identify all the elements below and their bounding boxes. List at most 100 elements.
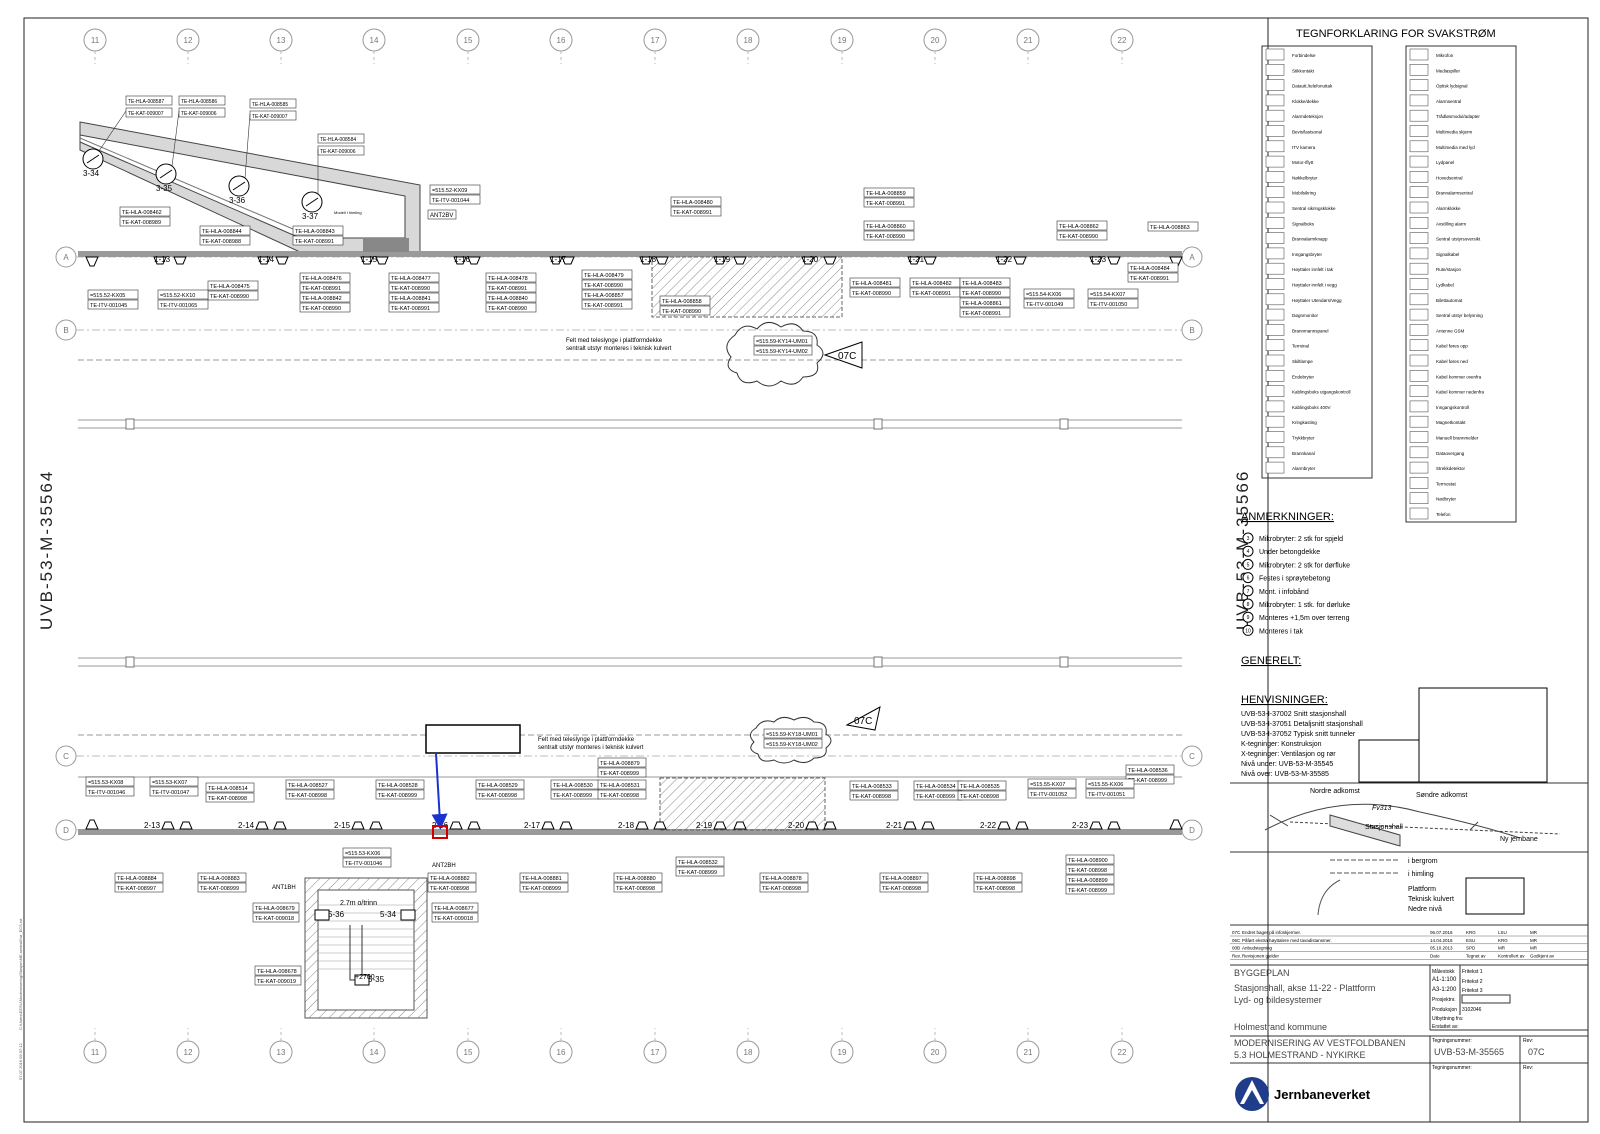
speaker-icon[interactable] — [561, 256, 575, 265]
speaker-icon[interactable] — [467, 256, 481, 265]
highlighted-speaker[interactable] — [432, 825, 448, 839]
speaker-number: 1-18 — [640, 255, 657, 264]
speaker-icon[interactable] — [653, 821, 667, 830]
speaker-icon[interactable] — [655, 256, 669, 265]
free-text-3: Fritekst 3 — [1462, 988, 1483, 994]
note-number-icon — [1242, 585, 1254, 597]
note-number: 4 — [1247, 549, 1250, 555]
speaker-icon[interactable] — [733, 821, 747, 830]
legend-symbol-icon — [1265, 94, 1285, 107]
grid-col-label: 22 — [1118, 36, 1127, 45]
tag-text: TE-ITV-001045 — [90, 303, 127, 309]
tag-text: TE-HLA-008536 — [1128, 768, 1168, 774]
speaker-icon[interactable] — [467, 821, 481, 830]
legend-item-label: Kabel kommer ovenfra — [1436, 374, 1482, 379]
tag-text: TE-KAT-008999 — [378, 793, 417, 799]
tag-box — [205, 792, 255, 803]
tag-text: =515.59-KY18-UM02 — [766, 742, 818, 748]
grid-col-label: 12 — [184, 36, 193, 45]
speaker-icon[interactable] — [997, 821, 1011, 830]
tag-box — [519, 882, 569, 893]
stair-speaker-icon[interactable] — [354, 974, 370, 986]
legend-item-label: Bevis/lastsonal — [1292, 130, 1322, 135]
speaker-icon[interactable] — [1089, 256, 1103, 265]
speaker-icon[interactable] — [805, 821, 819, 830]
tag-box — [427, 872, 477, 883]
speaker-icon[interactable] — [369, 821, 383, 830]
tag-box — [292, 225, 344, 236]
tag-box — [1127, 262, 1179, 273]
speaker-icon[interactable] — [161, 821, 175, 830]
speaker-icon[interactable] — [907, 256, 921, 265]
tag-text: TE-HLA-008584 — [320, 137, 356, 143]
speaker-icon[interactable] — [1015, 821, 1029, 830]
grid-row-label: B — [63, 326, 68, 335]
speaker-number: 2-14 — [238, 821, 255, 830]
stair-speaker-icon[interactable] — [314, 909, 330, 921]
revision-date: Dato — [1430, 953, 1440, 958]
tag-text: TE-ITV-001049 — [1026, 302, 1063, 308]
speaker-icon[interactable] — [360, 256, 374, 265]
speaker-icon[interactable] — [173, 256, 187, 265]
speaker-icon[interactable] — [823, 821, 837, 830]
speaker-icon[interactable] — [351, 821, 365, 830]
legend-symbol-icon — [1409, 79, 1429, 91]
legend-symbol-icon — [1409, 171, 1429, 183]
project-no-label: Prosjektnr. — [1432, 997, 1456, 1003]
speaker-icon[interactable] — [559, 821, 573, 830]
grid-col-label: 16 — [557, 1048, 566, 1057]
speaker-icon[interactable] — [453, 256, 467, 265]
stair-speaker-icon[interactable] — [400, 909, 416, 921]
grid-col-label: 11 — [91, 36, 100, 45]
tag-text: TE-KAT-008991 — [302, 286, 341, 292]
speaker-icon[interactable] — [179, 821, 193, 830]
speaker-icon[interactable] — [1107, 821, 1121, 830]
speaker-icon[interactable] — [1089, 821, 1103, 830]
legend-symbol-icon — [1409, 125, 1429, 137]
speaker-icon[interactable] — [923, 256, 937, 265]
speaker-icon[interactable] — [921, 821, 935, 830]
speaker-icon[interactable] — [255, 821, 269, 830]
speaker-icon[interactable] — [275, 256, 289, 265]
speaker-icon[interactable] — [1013, 256, 1027, 265]
speaker-icon[interactable] — [257, 256, 271, 265]
tag-box — [85, 776, 135, 787]
tag-text: TE-HLA-008586 — [181, 99, 217, 105]
grid-row-label: C — [63, 752, 69, 761]
speaker-number: 2-18 — [618, 821, 635, 830]
speaker-icon[interactable] — [549, 256, 563, 265]
speaker-icon[interactable] — [639, 256, 653, 265]
legend-symbol-icon — [1265, 201, 1285, 214]
speaker-icon-end — [1169, 819, 1183, 830]
empty-callout-box[interactable] — [425, 724, 521, 754]
speaker-icon[interactable] — [733, 256, 747, 265]
revision-drawn: Tegnet av — [1466, 953, 1486, 958]
legend-item-label: Forbindelse — [1292, 53, 1316, 58]
tag-box — [87, 299, 139, 310]
speaker-icon[interactable] — [273, 821, 287, 830]
reference-line: Nivå over: UVB-53-M-35585 — [1241, 770, 1329, 778]
speaker-icon[interactable] — [823, 256, 837, 265]
legend-item-label: Magnetkontakt — [1436, 420, 1466, 425]
grid-col-label: 21 — [1024, 36, 1033, 45]
tag-box — [254, 965, 302, 976]
speaker-icon[interactable] — [1107, 256, 1121, 265]
margin-path: C:\Users\EESU\Modernisering\Stasjon\ME-s… — [18, 918, 23, 1030]
speaker-icon[interactable] — [375, 256, 389, 265]
tag-box — [178, 95, 226, 106]
speaker-icon[interactable] — [801, 256, 815, 265]
speaker-icon[interactable] — [635, 821, 649, 830]
legend-item-label: Lydkabel — [1436, 283, 1454, 288]
rail-marker — [1059, 418, 1069, 430]
speaker-icon[interactable] — [541, 821, 555, 830]
legend-title: TEGNFORKLARING FOR SVAKSTRØM — [1296, 28, 1496, 40]
speaker-icon[interactable] — [995, 256, 1009, 265]
rev-label: Rev: — [1523, 1038, 1533, 1044]
speaker-icon[interactable] — [903, 821, 917, 830]
speaker-icon[interactable] — [713, 256, 727, 265]
speaker-number: 1-19 — [714, 255, 731, 264]
speaker-icon[interactable] — [449, 821, 463, 830]
speaker-icon[interactable] — [713, 821, 727, 830]
speaker-icon[interactable] — [153, 256, 167, 265]
